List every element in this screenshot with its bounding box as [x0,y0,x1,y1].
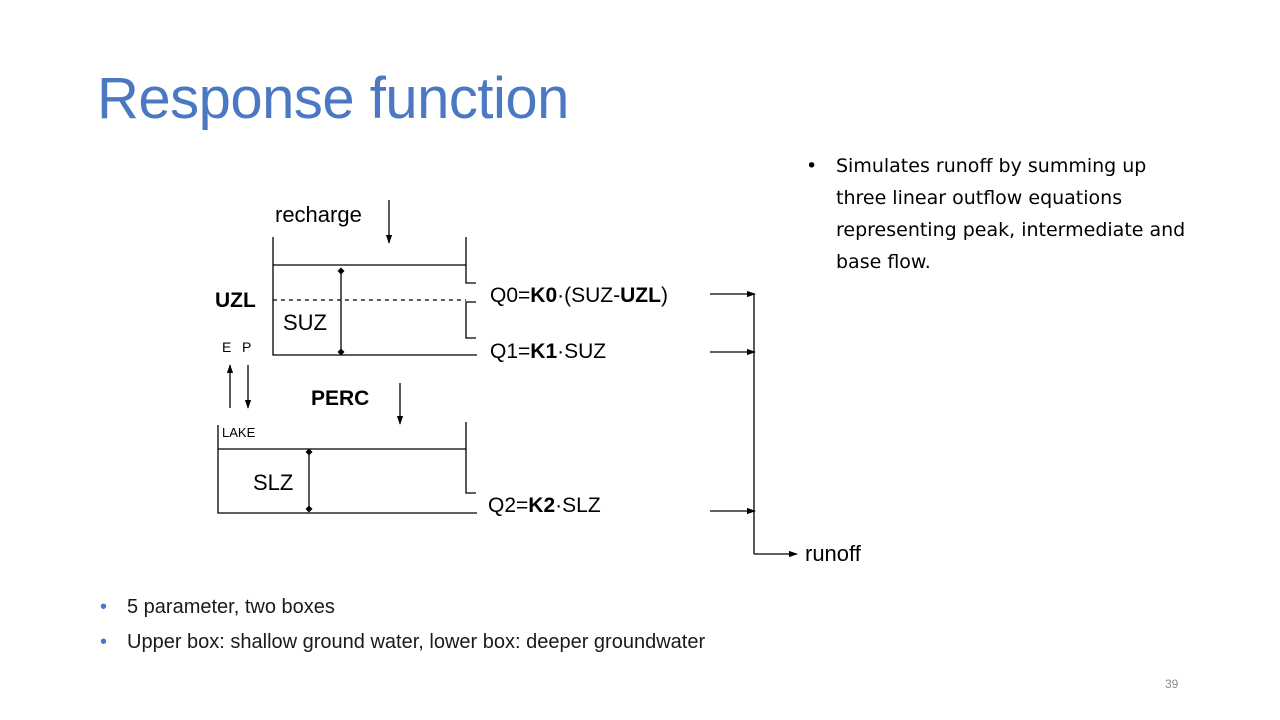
upper-box-outline [272,237,477,356]
recharge-label: recharge [275,202,362,227]
q2-equation: Q2=K2·SLZ [488,494,601,517]
lake-label: LAKE [222,425,256,440]
perc-label: PERC [311,387,369,410]
summary-text: Upper box: shallow ground water, lower b… [127,631,706,653]
q1-equation: Q1=K1·SUZ [490,340,606,363]
q1-outlet-wall [465,301,476,339]
lower-box-outline [217,425,477,514]
summary-item: • Upper box: shallow ground water, lower… [100,627,705,662]
e-label: E [222,339,231,355]
q0-outlet-wall [465,265,476,284]
summary-list: • 5 parameter, two boxes • Upper box: sh… [100,592,705,662]
runoff-label: runoff [805,541,862,566]
slide-title: Response function [97,66,569,131]
suz-label: SUZ [283,310,327,335]
page-number: 39 [1165,677,1179,691]
slz-label: SLZ [253,470,293,495]
description-text: Simulates runoff by summing up three lin… [836,155,1186,273]
p-label: P [242,339,251,355]
uzl-label: UZL [215,289,256,312]
summary-text: 5 parameter, two boxes [127,596,335,618]
description-item: • Simulates runoff by summing up three l… [806,150,1196,278]
q2-outlet-wall [465,422,476,494]
bullet-icon: • [100,631,108,653]
bullet-icon: • [100,596,108,618]
summary-item: • 5 parameter, two boxes [100,592,705,627]
bullet-icon: • [806,155,818,177]
description-list: • Simulates runoff by summing up three l… [806,150,1196,278]
q0-equation: Q0=K0·(SUZ-UZL) [490,284,668,307]
